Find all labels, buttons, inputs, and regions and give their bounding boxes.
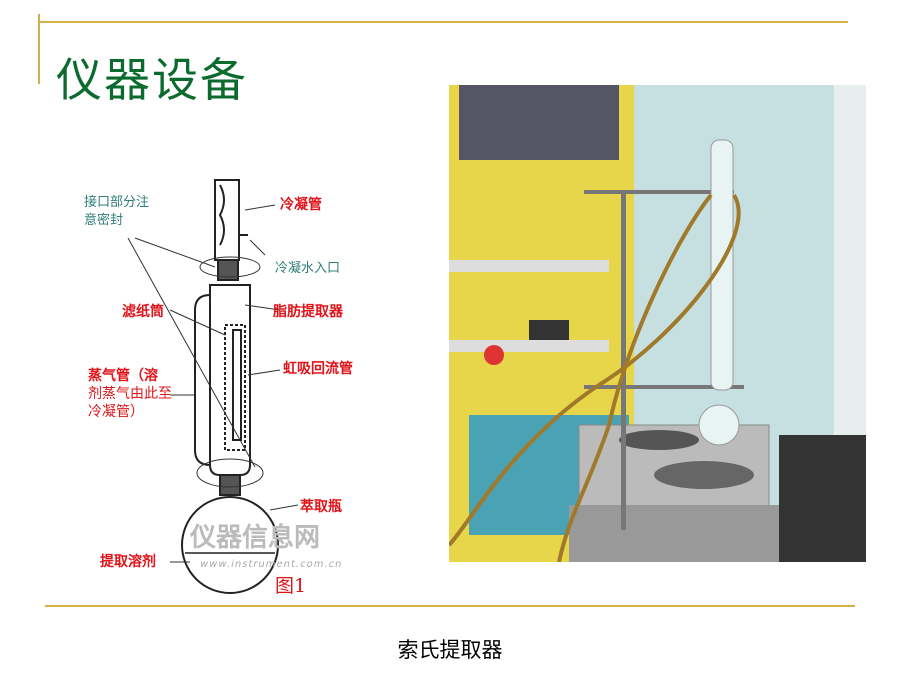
label-vapor-tube-3: 冷凝管） <box>88 404 144 420</box>
label-filter-thimble: 滤纸筒 <box>122 304 164 320</box>
figure-label: 图1 <box>275 575 307 597</box>
slide-title: 仪器设备 <box>56 53 248 107</box>
label-condenser: 冷凝管 <box>280 197 322 213</box>
lab-photo-illustration <box>449 85 866 562</box>
label-seal-note-2: 意密封 <box>84 213 124 228</box>
label-flask: 萃取瓶 <box>300 499 342 515</box>
top-rule <box>38 21 848 23</box>
label-vapor-tube-2: 剂蒸气由此至 <box>88 386 172 402</box>
slide-caption: 索氏提取器 <box>397 638 503 662</box>
label-seal-note: 接口部分注 <box>84 195 150 210</box>
soxhlet-photo <box>449 85 866 562</box>
apparatus-drawing <box>127 179 299 594</box>
label-water-inlet: 冷凝水入口 <box>275 261 341 276</box>
soxhlet-diagram: 接口部分注 意密封 冷凝管 冷凝水入口 滤纸筒 脂肪提取器 虹吸回流管 蒸气管（… <box>70 160 380 600</box>
left-rule <box>38 14 40 84</box>
label-vapor-tube: 蒸气管（溶 <box>88 368 158 384</box>
label-solvent: 提取溶剂 <box>100 554 156 570</box>
bottom-rule <box>45 605 855 607</box>
watermark: 仪器信息网 <box>190 523 321 553</box>
label-siphon: 虹吸回流管 <box>283 361 353 377</box>
label-extractor: 脂肪提取器 <box>273 304 343 320</box>
watermark-url: www.instrument.com.cn <box>200 559 343 570</box>
